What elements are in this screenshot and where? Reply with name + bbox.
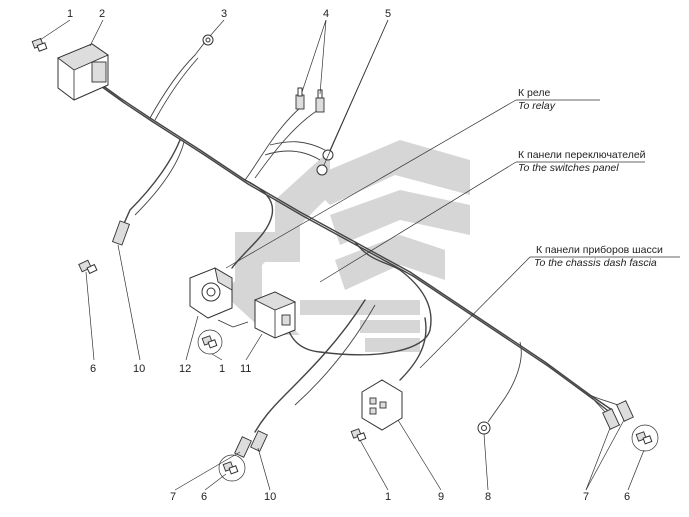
label-6-left: 6 bbox=[90, 363, 96, 375]
label-1-middle: 1 bbox=[219, 363, 225, 375]
label-10-left: 10 bbox=[133, 363, 145, 375]
terminal-1-top bbox=[31, 37, 48, 52]
terminals-4 bbox=[295, 87, 325, 113]
label-10-lower: 10 bbox=[264, 491, 276, 503]
connector-11 bbox=[253, 291, 297, 339]
ring-terminal-8 bbox=[477, 421, 491, 435]
label-1-top: 1 bbox=[67, 8, 73, 20]
callout-dash-ru: К панели приборов шасси bbox=[536, 244, 663, 256]
main-harness bbox=[94, 41, 626, 433]
label-7-right: 7 bbox=[583, 491, 589, 503]
label-8: 8 bbox=[485, 491, 491, 503]
terminal-1-middle bbox=[197, 329, 223, 355]
terminal-1-lower bbox=[350, 428, 367, 442]
label-3: 3 bbox=[221, 8, 227, 20]
label-7-left: 7 bbox=[170, 491, 176, 503]
terminals-right bbox=[602, 400, 659, 452]
relay-connector-12 bbox=[189, 267, 233, 319]
callout-dash-en: To the chassis dash fascia bbox=[534, 257, 657, 269]
callout-relay-ru: К реле bbox=[518, 87, 550, 99]
terminal-10-upper bbox=[111, 220, 131, 246]
watermark-logo bbox=[230, 140, 470, 352]
connector-9 bbox=[361, 379, 403, 431]
callout-relay-en: To relay bbox=[518, 100, 556, 112]
label-2: 2 bbox=[99, 8, 105, 20]
callout-switches-ru: К панели переключателей bbox=[518, 149, 646, 161]
label-6-right: 6 bbox=[624, 491, 630, 503]
label-6-lower: 6 bbox=[201, 491, 207, 503]
callout-switches-en: To the switches panel bbox=[518, 162, 619, 174]
label-11: 11 bbox=[240, 363, 251, 375]
label-4: 4 bbox=[323, 8, 329, 20]
terminals-lower-left bbox=[218, 430, 268, 482]
label-12: 12 bbox=[179, 363, 191, 375]
callout-pointers bbox=[225, 99, 680, 369]
label-1-lower: 1 bbox=[385, 491, 391, 503]
label-5: 5 bbox=[385, 8, 391, 20]
ring-terminal-3 bbox=[202, 34, 214, 46]
label-9: 9 bbox=[438, 491, 444, 503]
leader-lines bbox=[39, 19, 645, 491]
connector-2 bbox=[57, 43, 109, 101]
terminal-6-left bbox=[78, 259, 98, 275]
ring-terminals-5 bbox=[316, 149, 334, 176]
